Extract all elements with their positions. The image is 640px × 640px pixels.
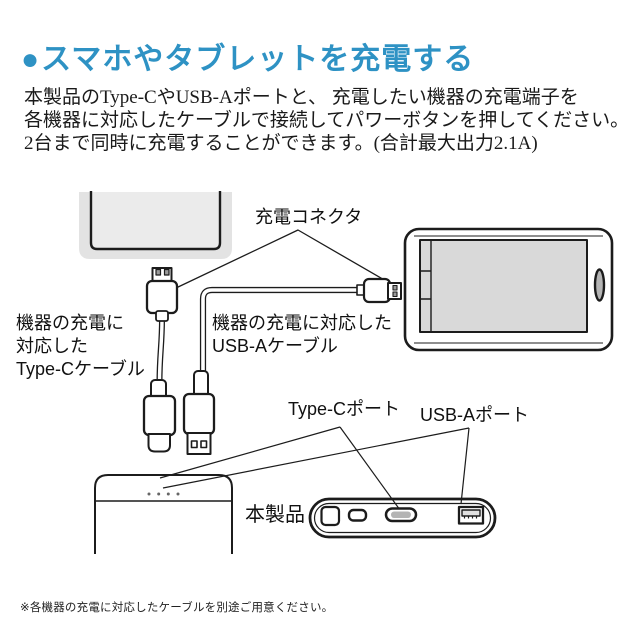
charging-device-illustration: [79, 191, 232, 259]
typec-port-icon: [384, 507, 418, 523]
leader-line-usba-to-panel: [460, 427, 470, 505]
home-button: [593, 268, 606, 302]
intro-line-1: 本製品のType-CやUSB-Aポートと、 充電したい機器の充電端子を: [24, 87, 579, 108]
leader-lines: [159, 426, 470, 511]
page-title: ●スマホやタブレットを充電する: [21, 34, 621, 78]
label-usba-port: USB-Aポート: [420, 405, 530, 425]
label-product: 本製品: [245, 504, 305, 526]
intro-line-3: 2台まで同時に充電することができます。(合計最大出力2.1A): [24, 133, 538, 154]
label-typec-cable-line3: Type-Cケーブル: [16, 359, 145, 379]
label-typec-cable-line1: 機器の充電に: [16, 313, 124, 333]
intro-line-2: 各機器に対応したケーブルで接続してパワーボタンを押してください。: [24, 110, 630, 131]
label-typec-cable-line2: 対応した: [16, 336, 88, 356]
leader-line-usba-to-bank: [162, 427, 470, 489]
smartphone-illustration: [403, 227, 614, 352]
usba-port-icon: [457, 505, 485, 525]
label-typec-port: Type-Cポート: [288, 399, 401, 419]
usba-cable-illustration: [182, 277, 402, 455]
label-usba-cable-line2: USB-Aケーブル: [212, 336, 338, 356]
typec-cable-illustration: [142, 267, 179, 453]
label-usba-cable-line1: 機器の充電に対応した: [212, 313, 392, 333]
footnote: ※各機器の充電に対応したケーブルを別途ご用意ください。: [20, 602, 334, 614]
device-connector-icon: [145, 267, 179, 322]
phone-connector-icon: [356, 277, 402, 304]
power-bank-illustration: [94, 474, 233, 554]
micro-usb-port-icon: [347, 508, 368, 522]
charging-diagram: 充電コネクタ 機器の充電に 対応した Type-Cケーブル 機器の充電に対応した…: [0, 180, 640, 570]
diagram-line-art: [79, 191, 614, 554]
usba-plug-icon: [182, 370, 216, 455]
power-button: [320, 505, 341, 527]
page-title-text: スマホやタブレットを充電する: [41, 43, 475, 76]
label-usba-cable: 機器の充電に対応した USB-Aケーブル: [212, 312, 392, 358]
leader-line-typec-to-panel: [339, 426, 401, 511]
label-typec-cable: 機器の充電に 対応した Type-Cケーブル: [16, 312, 145, 381]
leader-line-charging-connector: [175, 229, 387, 289]
bullet-icon: ●: [21, 43, 41, 76]
phone-screen: [419, 239, 588, 333]
led-indicator-dots: [147, 492, 180, 496]
label-charging-connector: 充電コネクタ: [255, 207, 363, 227]
intro-paragraph: 本製品のType-CやUSB-Aポートと、 充電したい機器の充電端子を 各機器に…: [24, 86, 632, 155]
leader-line-typec-to-bank: [159, 426, 341, 479]
typec-plug-icon: [142, 379, 177, 453]
port-panel-ports: [320, 505, 485, 527]
